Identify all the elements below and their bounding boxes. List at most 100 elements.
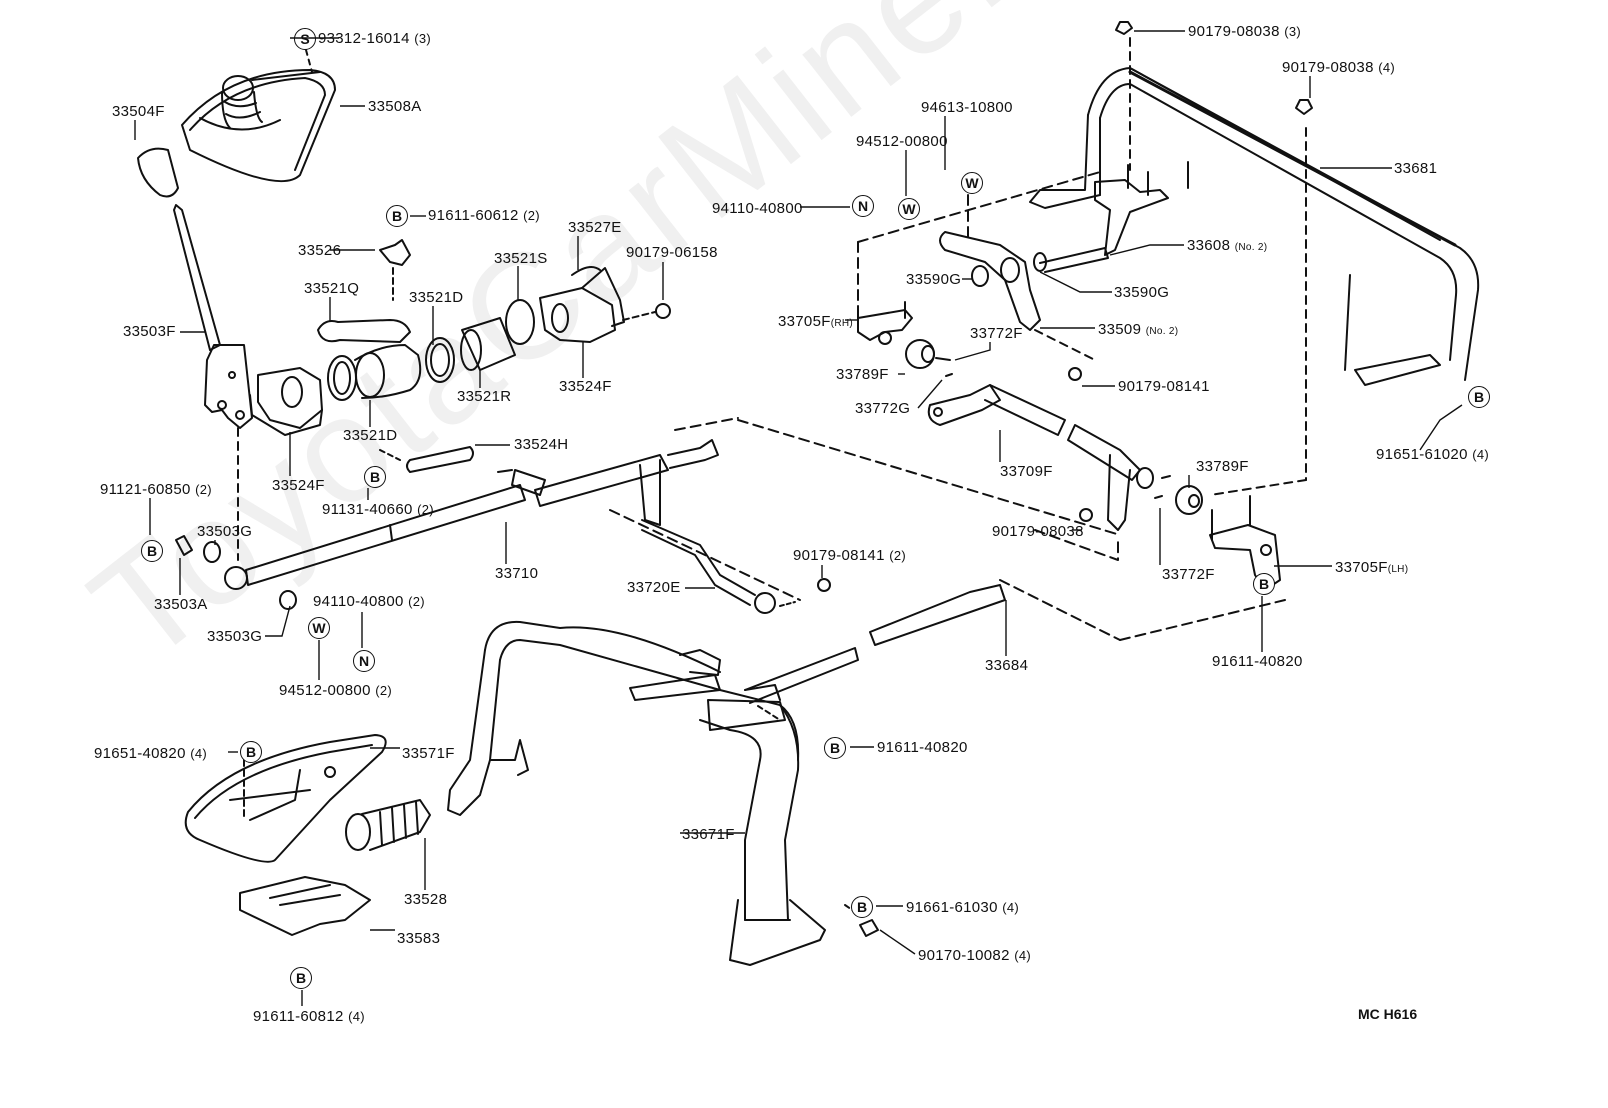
part-label-90179-08141-2: 90179-08141 (2) <box>793 547 906 564</box>
bolt-symbol: B <box>290 967 312 989</box>
nut-symbol: N <box>353 650 375 672</box>
shaft-33709F <box>927 384 1154 531</box>
part-label-33503F: 33503F <box>123 323 176 340</box>
washer-symbol: W <box>961 172 983 194</box>
part-label-90179-06158: 90179-06158 <box>626 244 718 261</box>
shift-rod <box>534 454 669 507</box>
part-label-91651-40820: 91651-40820 (4) <box>94 745 207 762</box>
part-label-91131-40660: 91131-40660 (2) <box>322 501 434 518</box>
part-label-90179-08038: 90179-08038 <box>992 523 1084 540</box>
nut-08141-2 <box>817 578 831 592</box>
part-label-33527E: 33527E <box>568 219 622 236</box>
part-label-91611-60612: 91611-60612 (2) <box>428 207 540 224</box>
plate-33526 <box>379 239 411 266</box>
part-label-33684: 33684 <box>985 657 1029 674</box>
part-label-93312-16014: 93312-16014 (3) <box>318 30 431 47</box>
part-label-33789F-left: 33789F <box>836 366 889 383</box>
part-label-33608: 33608 (No. 2) <box>1187 237 1268 254</box>
bolt-symbol: B <box>1253 573 1275 595</box>
shift-knob <box>137 147 179 198</box>
part-label-33710: 33710 <box>495 565 539 582</box>
part-label-33521D-top: 33521D <box>409 289 464 306</box>
rod-33720E <box>641 519 756 596</box>
part-label-33583: 33583 <box>397 930 441 947</box>
bolt-symbol: B <box>1468 386 1490 408</box>
crossmember-33681 <box>1029 67 1480 386</box>
part-label-33521D-bottom: 33521D <box>343 427 398 444</box>
part-label-91611-60812: 91611-60812 (4) <box>253 1008 365 1025</box>
nut-08141 <box>1068 367 1082 381</box>
part-label-33521R: 33521R <box>457 388 512 405</box>
part-label-33590G-left: 33590G <box>906 271 962 288</box>
shift-boot <box>181 69 336 183</box>
support-33671F <box>447 620 826 966</box>
washer-symbol: W <box>898 198 920 220</box>
part-label-33772F-top: 33772F <box>970 325 1023 342</box>
part-label-33789F-right: 33789F <box>1196 458 1249 475</box>
pin-33524H <box>406 446 474 473</box>
rod-33684 <box>869 584 1006 646</box>
part-label-33503G-top: 33503G <box>197 523 253 540</box>
figure-code: MC H616 <box>1358 1006 1418 1022</box>
part-label-33521Q: 33521Q <box>304 280 360 297</box>
lever-33509 <box>939 231 1041 331</box>
bolt-symbol: B <box>141 540 163 562</box>
part-label-33590G-right: 33590G <box>1114 284 1170 301</box>
part-label-33705F-RH: 33705F(RH) <box>778 313 853 330</box>
bolt-symbol: B <box>851 896 873 918</box>
part-label-33524H: 33524H <box>514 436 569 453</box>
part-label-33772F-bottom: 33772F <box>1162 566 1215 583</box>
housing <box>354 344 422 399</box>
part-label-33524F-right: 33524F <box>559 378 612 395</box>
part-label-91121-60850: 91121-60850 (2) <box>100 481 212 498</box>
bolt-symbol: B <box>240 741 262 763</box>
bolt-symbol: B <box>364 466 386 488</box>
boot-33528 <box>345 799 431 851</box>
part-label-33709F: 33709F <box>1000 463 1053 480</box>
part-label-33681: 33681 <box>1394 160 1438 177</box>
part-label-91611-40820-mid: 91611-40820 <box>877 739 968 756</box>
part-label-91611-40820-right: 91611-40820 <box>1212 653 1303 670</box>
part-label-33705F-LH: 33705F(LH) <box>1335 559 1409 576</box>
part-label-33521S: 33521S <box>494 250 548 267</box>
selector-arm-33521Q <box>317 319 411 343</box>
part-label-33503G-bottom: 33503G <box>207 628 263 645</box>
shift-lever <box>173 204 253 429</box>
part-label-90179-08038-4: 90179-08038 (4) <box>1282 59 1395 76</box>
part-label-33528: 33528 <box>404 891 448 908</box>
nut-06158 <box>655 303 671 319</box>
part-label-91651-61020: 91651-61020 (4) <box>1376 446 1489 463</box>
nut-symbol: N <box>852 195 874 217</box>
part-label-33720E: 33720E <box>627 579 681 596</box>
part-label-94613-10800: 94613-10800 <box>921 99 1013 116</box>
part-label-33772G: 33772G <box>855 400 911 417</box>
washer-symbol: W <box>308 617 330 639</box>
bolt-symbol: B <box>824 737 846 759</box>
part-label-94110-40800: 94110-40800 <box>712 200 803 217</box>
bracket-left <box>257 367 323 429</box>
part-label-33504F: 33504F <box>112 103 165 120</box>
part-label-94512-00800-2: 94512-00800 (2) <box>279 682 392 699</box>
bolt-symbol: B <box>386 205 408 227</box>
bracket-33705F-RH <box>857 309 913 341</box>
cover-33571F <box>184 734 387 863</box>
part-label-94110-40800-2: 94110-40800 (2) <box>313 593 425 610</box>
part-label-33508A: 33508A <box>368 98 422 115</box>
part-label-91661-61030: 91661-61030 (4) <box>906 899 1019 916</box>
part-label-90179-08038-3: 90179-08038 (3) <box>1188 23 1301 40</box>
part-label-33526: 33526 <box>298 242 342 259</box>
part-label-94512-00800: 94512-00800 <box>856 133 948 150</box>
part-label-33571F: 33571F <box>402 745 455 762</box>
part-label-33509: 33509 (No. 2) <box>1098 321 1179 338</box>
plate-33583 <box>239 876 371 936</box>
part-label-33524F-left: 33524F <box>272 477 325 494</box>
part-label-33671F: 33671F <box>682 826 735 843</box>
part-label-90179-08141: 90179-08141 <box>1118 378 1210 395</box>
bracket-33608 <box>1094 179 1169 256</box>
part-label-90170-10082: 90170-10082 (4) <box>918 947 1031 964</box>
screw-symbol: S <box>294 28 316 50</box>
control-rod-33710 <box>224 484 526 590</box>
